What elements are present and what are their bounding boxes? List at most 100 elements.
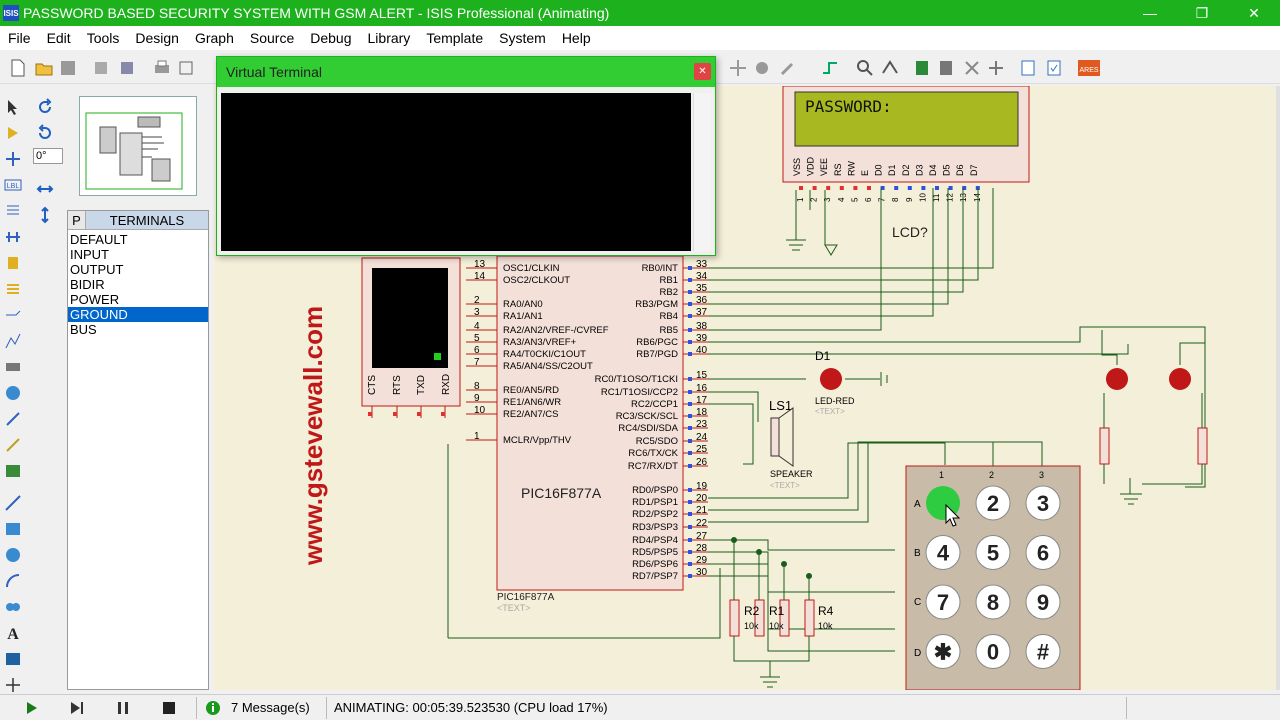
subcircuit-icon[interactable] <box>4 254 22 272</box>
new-sheet-icon[interactable] <box>912 58 932 78</box>
menu-debug[interactable]: Library <box>367 30 411 46</box>
import-icon[interactable] <box>92 58 112 78</box>
property-assign-icon[interactable] <box>880 58 900 78</box>
pick-button[interactable]: P <box>68 211 86 229</box>
menu-tools[interactable]: Design <box>135 30 179 46</box>
box-2d-icon[interactable] <box>4 520 22 538</box>
stop-button[interactable] <box>158 699 180 717</box>
mirror-vertical-icon[interactable] <box>36 206 54 224</box>
keypad-key[interactable] <box>975 634 1011 669</box>
virtual-terminal-close-button[interactable]: ✕ <box>694 63 711 80</box>
virtual-instruments-icon[interactable] <box>4 462 22 480</box>
ares-icon[interactable]: ARES <box>1077 58 1101 78</box>
menu-edit[interactable]: Tools <box>86 30 120 46</box>
close-button[interactable]: ✕ <box>1248 4 1260 21</box>
pause-button[interactable] <box>112 699 134 717</box>
virtual-terminal-window[interactable]: Virtual Terminal ✕ <box>216 56 716 256</box>
virtual-terminal-scrollbar[interactable] <box>693 93 711 251</box>
terminals-mode-icon[interactable] <box>4 280 22 298</box>
menu-template[interactable]: System <box>499 30 546 46</box>
keypad-key[interactable] <box>975 485 1011 521</box>
wand-icon[interactable] <box>778 58 798 78</box>
netlist-icon[interactable] <box>986 58 1006 78</box>
print-area-icon[interactable] <box>176 58 196 78</box>
bill-of-materials-icon[interactable] <box>1018 58 1038 78</box>
minimize-button[interactable]: — <box>1143 5 1157 21</box>
rotate-tool-icon[interactable] <box>752 58 772 78</box>
lcd-component[interactable]: PASSWORD: VSS1VDD2VEE3RS4RW5E6D07D18D29D… <box>782 86 1030 256</box>
menu-system[interactable]: Help <box>561 30 591 46</box>
arc-2d-icon[interactable] <box>4 572 22 590</box>
menu-graph[interactable]: Source <box>249 30 295 46</box>
menu-design[interactable]: Graph <box>194 30 234 46</box>
keypad-key[interactable] <box>925 584 961 620</box>
keypad-key[interactable] <box>1025 634 1061 669</box>
voltage-probe-icon[interactable] <box>4 410 22 428</box>
search-icon[interactable] <box>855 58 875 78</box>
move-icon[interactable] <box>728 58 748 78</box>
step-button[interactable] <box>66 699 88 717</box>
circle-2d-icon[interactable] <box>4 546 22 564</box>
electrical-check-icon[interactable] <box>1044 58 1064 78</box>
rotate-anticlockwise-icon[interactable] <box>36 124 54 142</box>
line-2d-icon[interactable] <box>4 494 22 512</box>
text-script-icon[interactable] <box>4 202 22 220</box>
symbol-2d-icon[interactable] <box>4 650 22 668</box>
wire-autorouter-icon[interactable] <box>820 58 840 78</box>
keypad-key[interactable] <box>975 535 1011 570</box>
keypad-key[interactable] <box>1025 485 1061 521</box>
menu-view[interactable]: Edit <box>46 30 71 46</box>
terminal-item-ground[interactable]: GROUND <box>68 307 208 322</box>
tape-recorder-icon[interactable] <box>4 358 22 376</box>
led-d1[interactable]: D1 LED-RED <TEXT> <box>708 349 888 416</box>
keypad-key[interactable] <box>925 634 961 669</box>
open-folder-icon[interactable] <box>34 58 54 78</box>
keypad-key[interactable] <box>1025 584 1061 620</box>
selection-mode-icon[interactable] <box>4 98 22 116</box>
keypad-key[interactable] <box>925 535 961 570</box>
path-2d-icon[interactable] <box>4 598 22 616</box>
menu-source[interactable]: Debug <box>310 30 352 46</box>
terminal-item-bus[interactable]: BUS <box>70 322 97 337</box>
terminal-item-bidir[interactable]: BIDIR <box>70 277 105 292</box>
marker-icon[interactable] <box>4 676 22 694</box>
rotate-clockwise-icon[interactable] <box>36 98 54 116</box>
device-pins-icon[interactable] <box>4 306 22 324</box>
maximize-button[interactable]: ❐ <box>1195 4 1209 21</box>
terminal-item-default[interactable]: DEFAULT <box>70 232 128 247</box>
overview-window[interactable] <box>79 96 197 196</box>
canvas-vertical-scrollbar[interactable] <box>1276 86 1280 690</box>
export-icon[interactable] <box>118 58 138 78</box>
current-probe-icon[interactable] <box>4 436 22 454</box>
message-count[interactable]: 7 Message(s) <box>231 700 310 715</box>
mirror-horizontal-icon[interactable] <box>36 180 54 198</box>
terminal-item-power[interactable]: POWER <box>70 292 120 307</box>
right-led-array[interactable] <box>1099 330 1208 505</box>
virtual-terminal-component[interactable]: CTS RTS TXD RXD <box>361 257 461 418</box>
component-mode-icon[interactable] <box>4 124 22 142</box>
generator-icon[interactable] <box>4 384 22 402</box>
play-button[interactable] <box>20 699 42 717</box>
junction-dot-icon[interactable] <box>4 150 22 168</box>
wire-label-icon[interactable]: LBL <box>4 176 22 194</box>
save-icon[interactable] <box>58 58 78 78</box>
menu-library[interactable]: Template <box>426 30 484 46</box>
remove-sheet-icon[interactable] <box>936 58 956 78</box>
keypad-key[interactable] <box>1025 535 1061 570</box>
pullup-resistors[interactable]: R2 R1 R4 10k 10k 10k <box>729 537 834 688</box>
bus-icon[interactable] <box>4 228 22 246</box>
delete-icon[interactable] <box>962 58 982 78</box>
new-file-icon[interactable] <box>8 58 28 78</box>
terminal-item-output[interactable]: OUTPUT <box>70 262 124 277</box>
virtual-terminal-screen[interactable] <box>221 93 691 251</box>
rotation-angle-input[interactable]: 0° <box>33 148 63 164</box>
graph-mode-icon[interactable] <box>4 332 22 350</box>
speaker-ls1[interactable]: LS1 SPEAKER <TEXT> <box>708 391 813 490</box>
message-info-icon[interactable] <box>202 699 224 717</box>
print-icon[interactable] <box>152 58 172 78</box>
menu-file[interactable]: File <box>8 30 31 46</box>
text-2d-icon[interactable]: A <box>4 624 22 642</box>
keypad-key[interactable] <box>975 584 1011 620</box>
